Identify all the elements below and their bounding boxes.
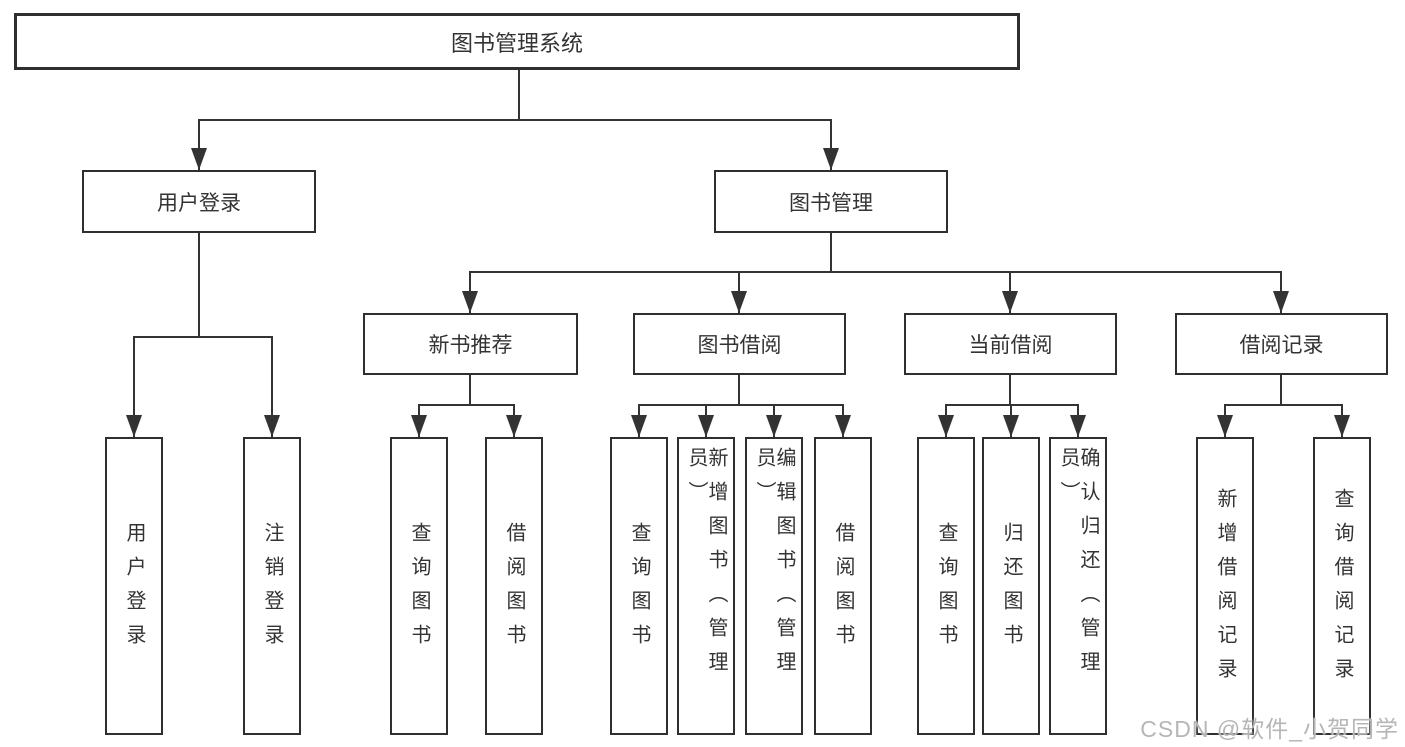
leaf-add-borrow-record: 新增借阅记录 <box>1196 437 1254 735</box>
arrow-down-icon <box>506 415 522 437</box>
leaf-recommend-borrow-books: 借阅图书 <box>485 437 543 735</box>
arrow-down-icon <box>1334 415 1350 437</box>
arrow-down-icon <box>411 415 427 437</box>
connector-to-user-login <box>198 120 200 170</box>
arrow-down-icon <box>731 291 747 313</box>
arrow-down-icon <box>698 415 714 437</box>
node-book-borrowing: 图书借阅 <box>633 313 846 375</box>
node-borrowing-records: 借阅记录 <box>1175 313 1388 375</box>
connector-recommend-stem <box>469 375 471 405</box>
arrow-down-icon <box>1003 415 1019 437</box>
node-user-login: 用户登录 <box>82 170 316 233</box>
leaf-borrow-query-books: 查询图书 <box>610 437 668 735</box>
leaf-add-book-admin: 新增图书（管理员） <box>677 437 735 735</box>
arrow-down-icon <box>766 415 782 437</box>
connector-current-stem <box>1009 375 1011 405</box>
leaf-current-query-books: 查询图书 <box>917 437 975 735</box>
connector-book-management-stem <box>830 233 832 272</box>
connector-to-leaf-login <box>133 337 135 437</box>
arrow-down-icon <box>1002 291 1018 313</box>
branch-user-login-children <box>133 336 273 338</box>
connector-records-stem <box>1280 375 1282 405</box>
node-current-borrowing: 当前借阅 <box>904 313 1117 375</box>
arrow-down-icon <box>126 415 142 437</box>
csdn-watermark: CSDN @软件_小贺同学 <box>1140 716 1399 742</box>
connector-root-stem <box>518 70 520 120</box>
arrow-down-icon <box>823 148 839 170</box>
leaf-query-borrow-record: 查询借阅记录 <box>1313 437 1371 735</box>
leaf-borrow-borrow-books: 借阅图书 <box>814 437 872 735</box>
leaf-return-book: 归还图书 <box>982 437 1040 735</box>
branch-borrowing-children <box>638 404 844 406</box>
leaf-recommend-query-books: 查询图书 <box>390 437 448 735</box>
connector-to-leaf-logout <box>271 337 273 437</box>
node-book-management: 图书管理 <box>714 170 948 233</box>
branch-current-children <box>945 404 1079 406</box>
connector-borrowing-stem <box>738 375 740 405</box>
arrow-down-icon <box>1273 291 1289 313</box>
arrow-down-icon <box>462 291 478 313</box>
arrow-down-icon <box>264 415 280 437</box>
connector-to-book-management <box>830 120 832 170</box>
branch-records-children <box>1224 404 1343 406</box>
arrow-down-icon <box>1217 415 1233 437</box>
arrow-down-icon <box>631 415 647 437</box>
arrow-down-icon <box>1070 415 1086 437</box>
node-library-management-system: 图书管理系统 <box>14 13 1020 70</box>
leaf-user-login: 用户登录 <box>105 437 163 735</box>
node-new-book-recommend: 新书推荐 <box>363 313 578 375</box>
leaf-confirm-return-admin: 确认归还（管理员） <box>1049 437 1107 735</box>
arrow-down-icon <box>938 415 954 437</box>
branch-level-3 <box>469 271 1282 273</box>
leaf-logout: 注销登录 <box>243 437 301 735</box>
connector-user-login-stem <box>198 233 200 337</box>
arrow-down-icon <box>835 415 851 437</box>
leaf-edit-book-admin: 编辑图书（管理员） <box>745 437 803 735</box>
branch-level-2 <box>198 119 832 121</box>
arrow-down-icon <box>191 148 207 170</box>
branch-recommend-children <box>418 404 515 406</box>
